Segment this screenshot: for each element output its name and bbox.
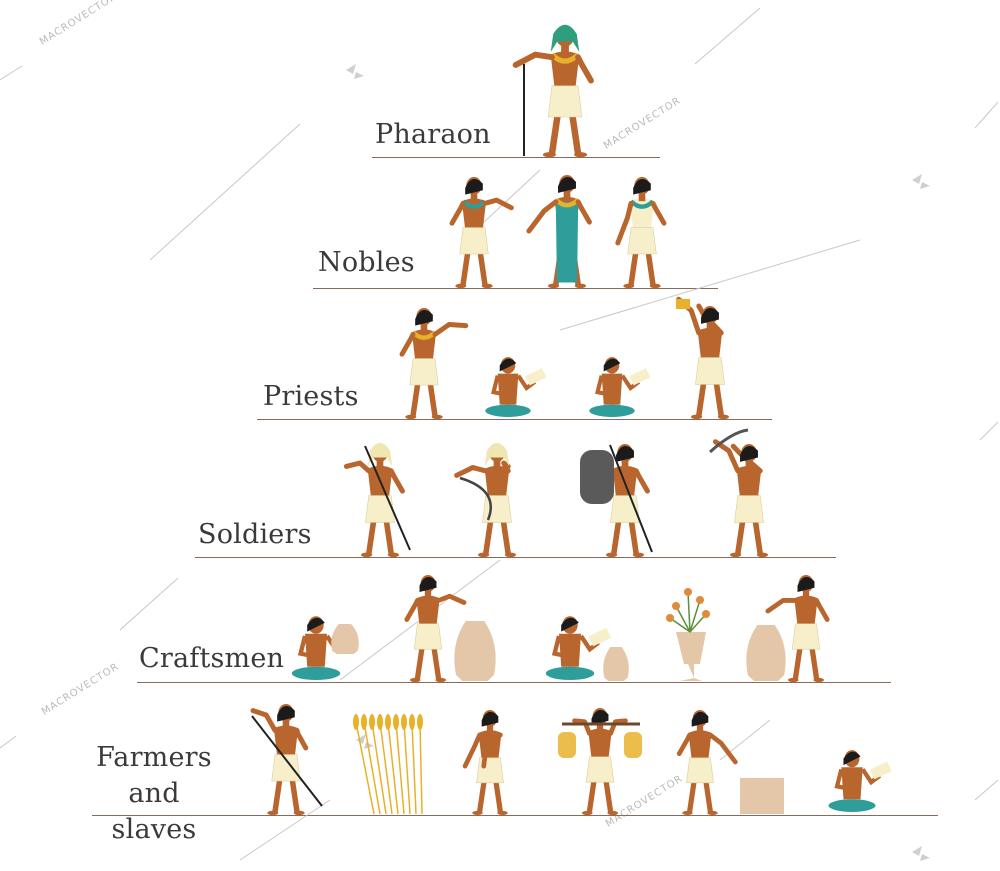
figure-priest-offering — [676, 296, 730, 420]
bow-icon — [459, 476, 493, 521]
tier-label-nobles: Nobles — [318, 247, 415, 278]
shield-icon — [580, 450, 614, 504]
large-vase-icon — [746, 625, 786, 681]
figure-craftsman-hammer — [404, 575, 467, 683]
wheat-icon — [353, 714, 423, 815]
lotus-flowers-icon — [666, 588, 710, 633]
tier-line-nobles — [313, 288, 718, 289]
tier-label-craftsmen: Craftsmen — [139, 643, 285, 674]
figure-scribe — [485, 357, 547, 417]
tier-line-pharaon — [372, 157, 660, 158]
figure-priest — [399, 308, 469, 420]
figure-scribe-2 — [589, 357, 651, 417]
figure-craftsman-carver — [765, 575, 830, 683]
figure-noble-man-2 — [615, 177, 667, 289]
tier-line-farmers — [92, 815, 938, 816]
figure-slave-hoe — [676, 710, 738, 816]
figure-water-carrier — [572, 708, 628, 816]
tier-label-farmers-and-slaves: Farmers and slaves — [96, 742, 212, 845]
stone-block-icon — [740, 778, 784, 814]
tier-line-soldiers — [195, 557, 836, 558]
sickle-sword-icon — [708, 428, 749, 454]
small-vase-icon — [603, 647, 629, 681]
pot-icon — [331, 624, 359, 654]
figure-craftsman-potter — [291, 616, 357, 681]
tier-line-priests — [257, 419, 772, 420]
figure-soldier-club — [712, 439, 769, 558]
lotus-vase-icon — [676, 632, 706, 681]
figure-soldier-axe — [343, 442, 405, 558]
figure-farmer-bending — [462, 710, 508, 816]
figure-craftsman-sitting — [545, 616, 611, 681]
figure-slave-kneeling — [828, 750, 892, 812]
rake-icon — [251, 715, 323, 807]
tier-label-priests: Priests — [263, 381, 359, 412]
tier-label-pharaon: Pharaon — [375, 119, 491, 150]
spear-icon — [609, 444, 653, 553]
vase-icon — [454, 621, 496, 681]
tier-label-soldiers: Soldiers — [198, 519, 312, 550]
figure-noble-man — [449, 177, 514, 289]
tier-line-craftsmen — [137, 682, 891, 683]
spear-icon — [364, 445, 411, 551]
offering-cup-icon — [676, 299, 690, 309]
figure-soldier-shield — [591, 444, 650, 558]
figure-farmer-rake — [250, 704, 309, 816]
figure-pharaoh — [512, 24, 594, 158]
figure-noble-woman — [526, 175, 592, 289]
figure-soldier-bow — [454, 442, 517, 558]
water-baskets-icon — [558, 722, 642, 758]
